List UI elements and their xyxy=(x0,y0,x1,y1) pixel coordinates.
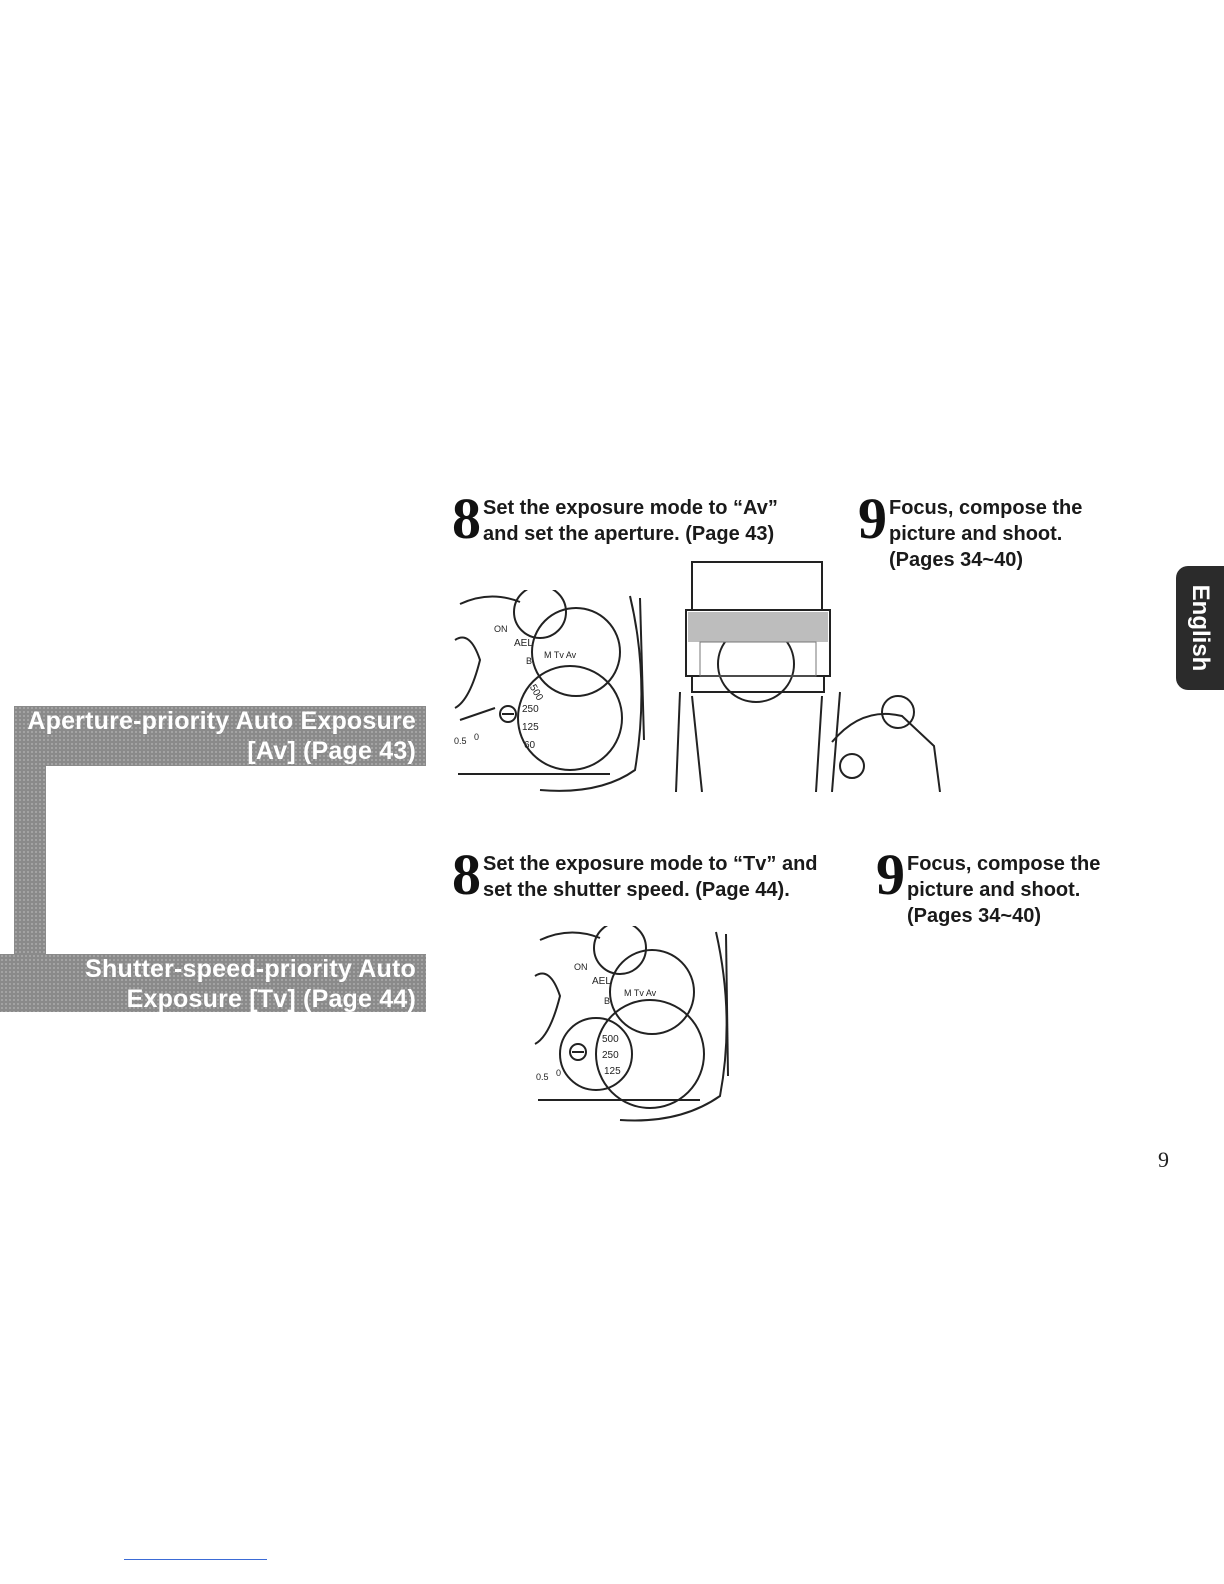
tv-step-8-line2: set the shutter speed. (Page 44). xyxy=(483,879,790,901)
tv-dial-speed-125: 125 xyxy=(604,1066,621,1077)
av-dial-label-05: 0.5 xyxy=(454,736,467,746)
av-dial-label-0: 0 xyxy=(474,732,479,742)
tv-dial-speed-250: 250 xyxy=(602,1050,619,1061)
av-dial-label-b: B xyxy=(526,656,532,666)
av-step-8-line2: and set the aperture. (Page 43) xyxy=(483,523,775,545)
banner-aperture-line1: Aperture-priority Auto Exposure xyxy=(27,707,416,735)
banner-aperture-priority: Aperture-priority Auto Exposure [Av] (Pa… xyxy=(14,706,426,766)
tv-step-8: 8 Set the exposure mode to “Tv” and set … xyxy=(452,842,818,907)
av-step-8: 8 Set the exposure mode to “Av” and set … xyxy=(452,486,778,551)
tv-step-9-line2: picture and shoot. xyxy=(907,879,1081,901)
av-step-8-line1: Set the exposure mode to “Av” xyxy=(483,497,778,519)
tv-dial-label-05: 0.5 xyxy=(536,1072,549,1082)
tv-dial-label-ael: AEL xyxy=(592,976,611,987)
av-dial-speed-250: 250 xyxy=(522,704,539,715)
tv-dial-label-modes: M Tv Av xyxy=(624,988,657,998)
page-number: 9 xyxy=(1158,1147,1169,1172)
av-step-9: 9 Focus, compose the picture and shoot. … xyxy=(858,486,1083,573)
av-step-9-number: 9 xyxy=(858,486,887,551)
tv-dial-speed-500: 500 xyxy=(602,1034,619,1045)
tv-dial-label-b: B xyxy=(604,996,610,1006)
av-dial-speed-125: 125 xyxy=(522,722,539,733)
tv-dial-label-on: ON xyxy=(574,962,588,972)
banner-aperture-line2: [Av] (Page 43) xyxy=(247,737,416,765)
av-step-9-line3: (Pages 34~40) xyxy=(889,549,1023,571)
language-tab-label: English xyxy=(1187,584,1214,672)
tv-step-8-number: 8 xyxy=(452,842,481,907)
av-mode-dial-illustration: ON AEL B M Tv Av 500 250 125 60 0.5 0 xyxy=(454,590,645,792)
tv-step-9: 9 Focus, compose the picture and shoot. … xyxy=(876,842,1101,929)
tv-mode-dial-illustration: ON AEL B M Tv Av 500 250 125 0.5 0 xyxy=(534,926,729,1122)
tv-dial-label-0: 0 xyxy=(556,1068,561,1078)
tv-step-9-number: 9 xyxy=(876,842,905,907)
banner-shutter-line2: Exposure [Tv] (Page 44) xyxy=(126,985,416,1013)
tv-step-9-line3: (Pages 34~40) xyxy=(907,905,1041,927)
lens-aperture-ring-illustration xyxy=(675,561,941,792)
banner-shutter-line1: Shutter-speed-priority Auto xyxy=(85,955,416,983)
av-dial-label-ael: AEL xyxy=(514,638,533,649)
language-tab-english: English xyxy=(1176,566,1224,690)
av-dial-label-on: ON xyxy=(494,624,508,634)
av-step-8-number: 8 xyxy=(452,486,481,551)
banner-shutter-priority: Shutter-speed-priority Auto Exposure [Tv… xyxy=(0,954,426,1013)
tv-step-8-line1: Set the exposure mode to “Tv” and xyxy=(483,853,818,875)
banner-connector xyxy=(14,766,46,954)
av-dial-speed-500: 500 xyxy=(527,683,545,703)
av-dial-label-modes: M Tv Av xyxy=(544,650,577,660)
av-step-9-line2: picture and shoot. xyxy=(889,523,1063,545)
av-step-9-line1: Focus, compose the xyxy=(889,497,1083,519)
tv-step-9-line1: Focus, compose the xyxy=(907,853,1101,875)
footnote-rule xyxy=(124,1559,267,1560)
av-dial-speed-60: 60 xyxy=(524,740,536,751)
